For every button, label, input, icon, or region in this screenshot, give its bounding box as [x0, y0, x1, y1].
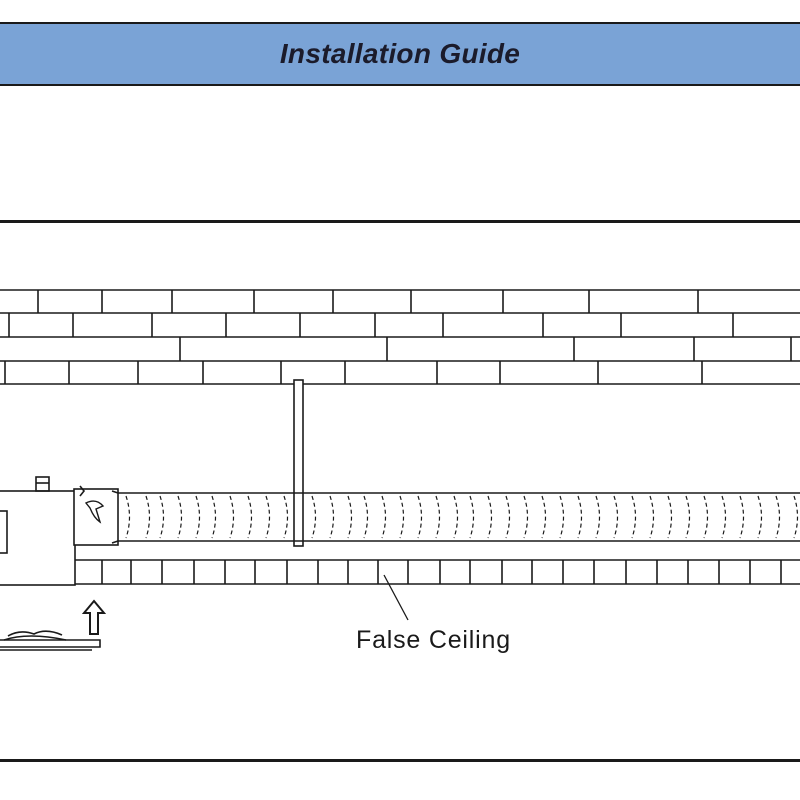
hanging-rod — [293, 379, 304, 547]
indoor-unit — [0, 476, 119, 586]
false-ceiling — [73, 559, 800, 585]
diagram-frame — [0, 220, 800, 762]
false-ceiling-label: False Ceiling — [356, 626, 511, 654]
header-bar: Installation Guide — [0, 22, 800, 86]
up-arrow-icon — [81, 599, 107, 635]
flexible-duct — [118, 492, 800, 542]
page-title: Installation Guide — [279, 38, 521, 69]
grille-panel — [0, 630, 101, 651]
callout-leader — [383, 574, 409, 621]
brick-ceiling — [0, 289, 800, 385]
